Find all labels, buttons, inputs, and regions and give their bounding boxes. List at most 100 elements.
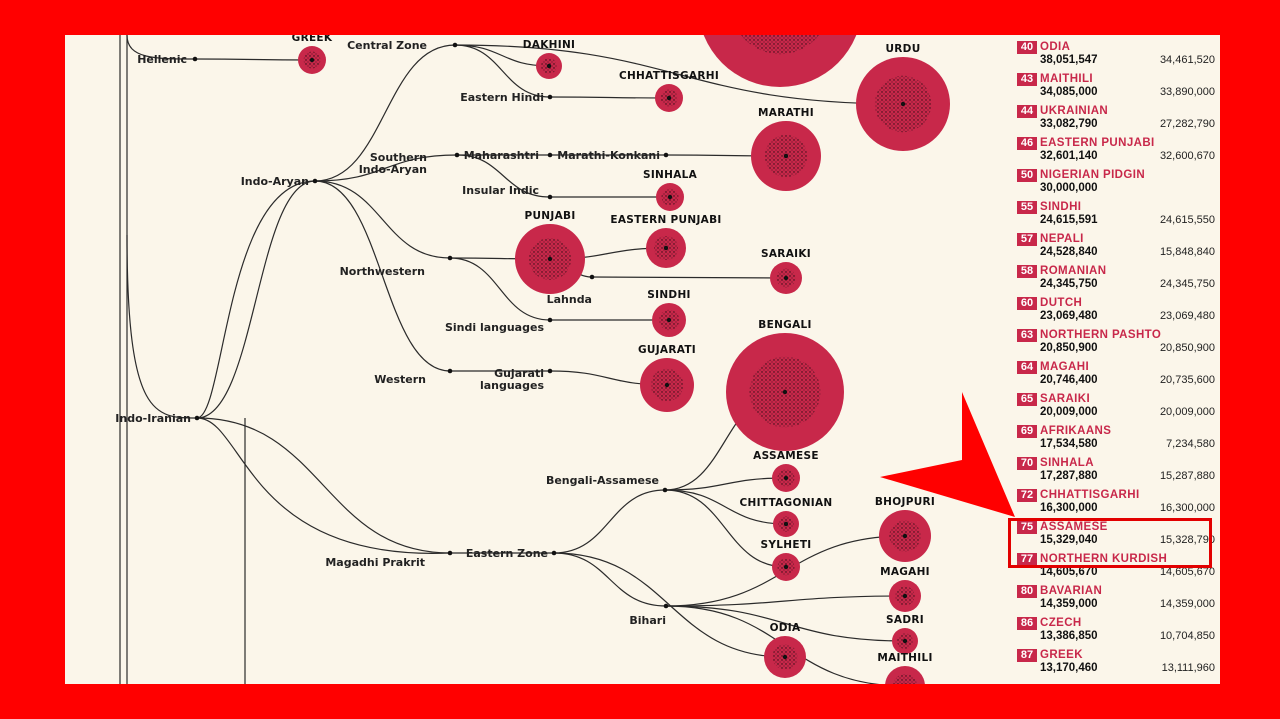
node-dot (547, 152, 553, 158)
language-label-gujarati: GUJARATI (638, 344, 696, 356)
rank-badge: 63 (1017, 329, 1037, 342)
tree-edge (196, 180, 316, 419)
native-speakers: 15,328,790 (1159, 534, 1215, 546)
bubble-sylheti (772, 553, 800, 581)
language-label-saraiki: SARAIKI (761, 248, 811, 260)
rank-badge: 43 (1017, 73, 1037, 86)
bubble-urdu (856, 57, 950, 151)
rank-badge: 44 (1017, 105, 1037, 118)
rank-badge: 40 (1017, 41, 1037, 54)
node-dot (663, 603, 669, 609)
language-name: SARAIKI (1040, 393, 1091, 405)
bubble-saraiki (770, 262, 802, 294)
native-speakers: 27,282,790 (1159, 118, 1215, 130)
language-label-bengali: BENGALI (758, 319, 811, 331)
tree-edge (456, 154, 551, 198)
tree-edge (665, 595, 906, 607)
rank-badge: 80 (1017, 585, 1037, 598)
bubble-punjabi (515, 224, 585, 294)
total-speakers: 15,329,040 (1040, 534, 1098, 546)
total-speakers: 24,528,840 (1040, 246, 1098, 258)
total-speakers: 20,746,400 (1040, 374, 1098, 386)
language-label-sadri: SADRI (886, 614, 924, 626)
bubble-assamese (772, 464, 800, 492)
language-label-maithili: MAITHILI (877, 652, 932, 664)
native-speakers: 14,359,000 (1159, 598, 1215, 610)
cropped-large-bubble (703, 35, 857, 87)
native-speakers: 13,111,960 (1161, 662, 1215, 674)
language-label-dakhini: DAKHINI (523, 39, 575, 51)
native-speakers: 16,300,000 (1159, 502, 1215, 514)
total-speakers: 38,051,547 (1040, 54, 1098, 66)
language-label-greek: GREEK (292, 35, 333, 44)
total-speakers: 13,386,850 (1040, 630, 1098, 642)
native-speakers: 20,850,900 (1159, 342, 1215, 354)
language-name: ODIA (1040, 41, 1071, 53)
node-label-southern-indo-aryan: Southern (370, 151, 427, 164)
trunk-branch (196, 417, 451, 554)
rank-badge: 69 (1017, 425, 1037, 438)
tree-edge (314, 180, 451, 259)
tree-edge (665, 605, 906, 642)
total-speakers: 16,300,000 (1040, 502, 1098, 514)
tree-edge (194, 58, 313, 61)
trunk-branch (126, 35, 196, 60)
language-name: GREEK (1040, 649, 1083, 661)
rank-badge: 55 (1017, 201, 1037, 214)
language-name: SINDHI (1040, 201, 1082, 213)
bubble-bengali (726, 333, 844, 451)
node-label-gujarati-languages: languages (480, 379, 544, 392)
node-label-indo-aryan: Indo-Aryan (241, 175, 309, 188)
bubble-greek (298, 46, 326, 74)
tree-edge (549, 96, 670, 99)
native-speakers: 14,605,670 (1159, 566, 1215, 578)
bubble-odia (764, 636, 806, 678)
bubble-magahi (889, 580, 921, 612)
rank-badge: 86 (1017, 617, 1037, 630)
rank-badge: 46 (1017, 137, 1037, 150)
total-speakers: 14,605,670 (1040, 566, 1098, 578)
language-name: NEPALI (1040, 233, 1084, 245)
node-dot (447, 255, 453, 261)
total-speakers: 32,601,140 (1040, 150, 1098, 162)
node-dot (662, 487, 668, 493)
node-label-eastern-zone: Eastern Zone (466, 547, 548, 560)
total-speakers: 30,000,000 (1040, 182, 1098, 194)
tree-edge (553, 552, 667, 607)
pointer-arrow-icon (880, 392, 1015, 517)
language-label-urdu: URDU (885, 43, 920, 55)
bubble-gujarati (640, 358, 694, 412)
node-label-marathi-konkani: Marathi-Konkani (557, 149, 660, 162)
node-dot (447, 550, 453, 556)
total-speakers: 20,850,900 (1040, 342, 1098, 354)
language-bubbles (298, 35, 950, 684)
language-label-chhattisgarhi: CHHATTISGARHI (619, 70, 719, 82)
tree-edge (664, 489, 787, 568)
rank-badge: 75 (1017, 521, 1037, 534)
total-speakers: 24,345,750 (1040, 278, 1098, 290)
total-speakers: 33,082,790 (1040, 118, 1098, 130)
tree-edge (553, 489, 666, 554)
native-speakers: 15,848,840 (1159, 246, 1215, 258)
node-dot (547, 368, 553, 374)
node-label-magadhi-prakrit: Magadhi Prakrit (325, 556, 425, 569)
node-dot (547, 317, 553, 323)
node-label-eastern-hindi: Eastern Hindi (460, 91, 544, 104)
rank-badge: 87 (1017, 649, 1037, 662)
native-speakers: 24,615,550 (1159, 214, 1215, 226)
native-speakers: 10,704,850 (1159, 630, 1215, 642)
language-name: EASTERN PUNJABI (1040, 137, 1155, 149)
